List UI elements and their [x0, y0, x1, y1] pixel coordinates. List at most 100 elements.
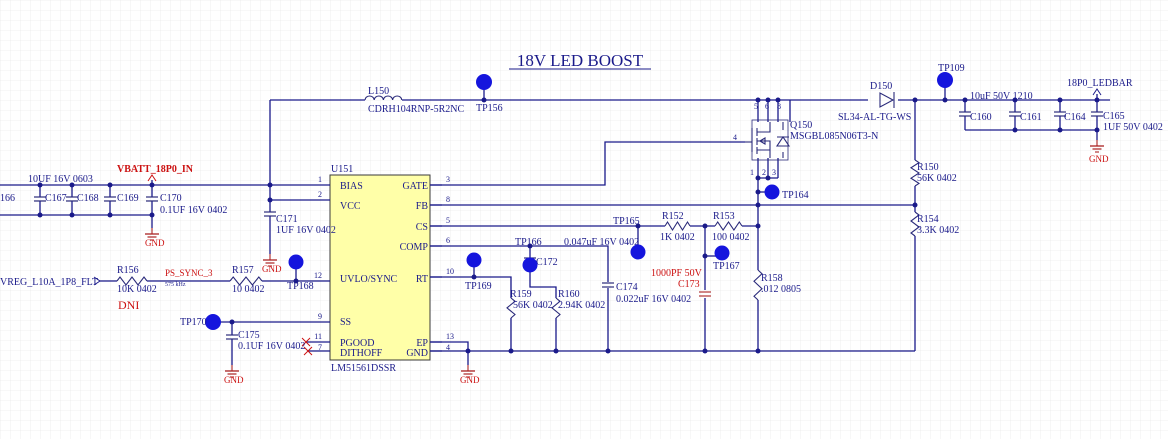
svg-text:TP168: TP168: [287, 281, 314, 292]
c170-value: 0.1UF 16V 0402: [160, 205, 227, 216]
testpoint-tp109[interactable]: TP109: [937, 63, 965, 88]
pin-name-uvlo-sync: UVLO/SYNC: [340, 274, 398, 285]
pin-name-bias: BIAS: [340, 181, 363, 192]
mosfet-q150[interactable]: 5 6 8 4 1 2 3 Q150 MSGBL085N06T3-N: [733, 102, 878, 177]
pin-number: 2: [318, 190, 322, 199]
pin-name-ep: EP: [416, 338, 428, 349]
pin-number: 7: [318, 343, 322, 352]
testpoint-tp167[interactable]: TP167: [713, 245, 740, 273]
resistor-r156[interactable]: [116, 276, 148, 286]
diode-value: SL34-AL-TG-WS: [838, 112, 911, 123]
c164-ref: C164: [1064, 112, 1086, 123]
gnd-label: GND: [145, 238, 165, 248]
gnd-label: GND: [460, 375, 480, 385]
diode-ref: D150: [870, 81, 892, 92]
gnd-label: GND: [262, 264, 282, 274]
r158-ref: R158: [761, 273, 783, 284]
testpoint-tp168[interactable]: TP168: [287, 254, 314, 293]
capacitor-c173[interactable]: [699, 291, 711, 297]
net-vbatt: VBATT_18P0_IN: [117, 164, 194, 175]
testpoint-tp170[interactable]: TP170: [180, 314, 221, 330]
mosfet-pin: 2: [762, 168, 766, 177]
svg-text:TP164: TP164: [782, 190, 809, 201]
r150-ref: R150: [917, 162, 939, 173]
c168-ref: C168: [77, 193, 99, 204]
inductor-l150[interactable]: L150 CDRH104RNP-5R2NC: [364, 86, 464, 115]
svg-text:TP167: TP167: [713, 261, 740, 272]
pin-number: 4: [446, 343, 450, 352]
testpoint-tp169[interactable]: TP169: [465, 252, 492, 293]
c171-value: 1UF 16V 0402: [276, 225, 336, 236]
r157-value: 10 0402: [232, 284, 265, 295]
ic-u151[interactable]: U151 LM51561DSSR 1 BIAS 2 VCC 12 UVLO/SY…: [314, 164, 454, 374]
ic-part-number: LM51561DSSR: [331, 363, 396, 374]
c161-ref: C161: [1020, 112, 1042, 123]
svg-text:TP170: TP170: [180, 317, 207, 328]
testpoint-tp164[interactable]: TP164: [764, 184, 809, 202]
resistor-r150[interactable]: [909, 159, 921, 187]
ic-ref: U151: [331, 164, 353, 175]
testpoint-tp156[interactable]: TP156: [476, 74, 503, 114]
schematic-title: 18V LED BOOST: [517, 51, 644, 70]
pin-name-gate: GATE: [402, 181, 428, 192]
c175-value: 0.1UF 16V 0402: [238, 341, 305, 352]
mosfet-pin: 8: [777, 102, 781, 111]
c166-ref: 166: [0, 193, 15, 204]
r159-ref: R159: [510, 289, 532, 300]
mosfet-pin: 1: [750, 168, 754, 177]
pin-name-cs: CS: [416, 222, 428, 233]
r160-ref: R160: [558, 289, 580, 300]
net-labels: VBATT_18P0_IN 18P0_LEDBAR VREG_L10A_1P8_…: [0, 78, 1133, 288]
pin-number: 3: [446, 175, 450, 184]
testpoint-tp166[interactable]: TP166: [515, 237, 542, 273]
c173-ref: C173: [678, 279, 700, 290]
ground-symbols: GND GND GND GND GND: [144, 139, 1109, 385]
c171-ref: C171: [276, 214, 298, 225]
net-ps-sync: PS_SYNC_3: [165, 268, 213, 278]
mosfet-ref: Q150: [790, 120, 812, 131]
pin-number: 9: [318, 312, 322, 321]
testpoint-tp165[interactable]: TP165: [613, 216, 646, 260]
c172-value: 0.047uF 16V 0402: [564, 237, 639, 248]
c165-value: 1UF 50V 0402: [1103, 122, 1163, 133]
c170-ref: C170: [160, 193, 182, 204]
r156-dni-note: DNI: [118, 298, 139, 312]
resistor-r159[interactable]: [506, 297, 516, 319]
r152-ref: R152: [662, 211, 684, 222]
pin-name-comp: COMP: [400, 242, 429, 253]
pin-name-rt: RT: [416, 274, 428, 285]
pin-name-gnd: GND: [406, 348, 428, 359]
resistor-r158[interactable]: [753, 269, 763, 301]
mosfet-pin: 6: [765, 102, 769, 111]
resistor-r154[interactable]: [910, 211, 920, 237]
r156-value: 10K 0402: [117, 284, 157, 295]
svg-text:TP165: TP165: [613, 216, 640, 227]
r159-value: 56K 0402: [513, 300, 553, 311]
r150-value: 56K 0402: [917, 173, 957, 184]
svg-text:TP169: TP169: [465, 281, 492, 292]
resistor-r157[interactable]: [229, 276, 263, 286]
resistor-r153[interactable]: [714, 221, 743, 231]
pin-name-fb: FB: [416, 201, 429, 212]
gnd-label: GND: [1089, 154, 1109, 164]
pin-number: 8: [446, 195, 450, 204]
r152-value: 1K 0402: [660, 232, 695, 243]
inductor-ref: L150: [368, 86, 389, 97]
pin-number: 5: [446, 216, 450, 225]
r153-value: 100 0402: [712, 232, 750, 243]
pin-name-vcc: VCC: [340, 201, 361, 212]
resistor-r152[interactable]: [664, 220, 691, 232]
diode-d150[interactable]: D150 SL34-AL-TG-WS: [838, 81, 911, 123]
mosfet-pin: 4: [733, 133, 737, 142]
pin-number: 11: [314, 332, 322, 341]
r160-value: 2.94K 0402: [558, 300, 605, 311]
c174-ref: C174: [616, 282, 638, 293]
resistor-r160[interactable]: [551, 297, 561, 319]
c160-ref: C160: [970, 112, 992, 123]
testpoints: TP156 TP109 TP164 TP165 TP166 TP167 TP16…: [180, 63, 965, 330]
r156-ref: R156: [117, 265, 139, 276]
no-connect-marks: [301, 337, 313, 356]
net-ledbar: 18P0_LEDBAR: [1067, 78, 1133, 89]
gnd-label: GND: [224, 375, 244, 385]
